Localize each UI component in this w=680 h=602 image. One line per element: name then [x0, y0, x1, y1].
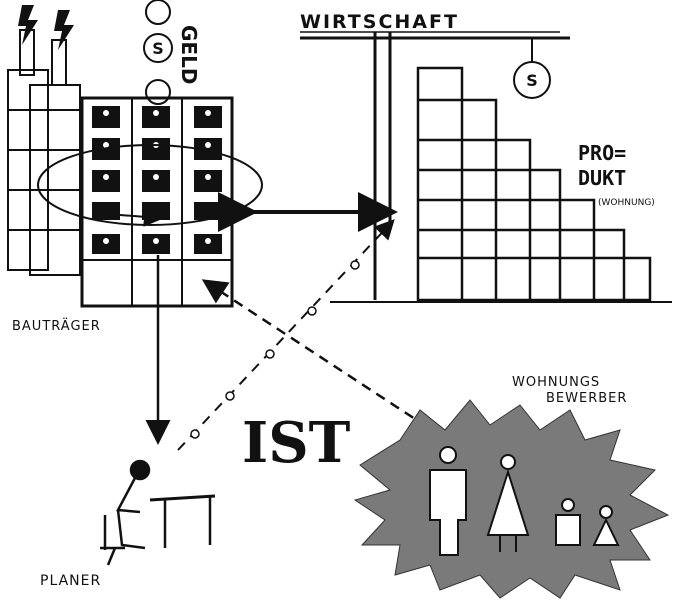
window-figures [103, 110, 211, 244]
link-dots [190, 260, 360, 439]
produkt-stairs [416, 66, 652, 302]
planer-to-wirtschaft-arrow [177, 219, 395, 451]
coin-symbols: S S [152, 39, 538, 90]
planer-label: PLANER [40, 573, 101, 589]
produkt-label-line1: PRO= [578, 141, 626, 165]
svg-text:S: S [152, 39, 164, 58]
geld-label: GELD [177, 25, 201, 84]
bautraeger-label: BAUTRÄGER [12, 318, 101, 334]
planer-figure [100, 459, 216, 566]
building-windows [92, 106, 222, 254]
lightning-icon [18, 5, 74, 50]
ist-label: IST [242, 410, 351, 476]
person-icon [429, 446, 620, 556]
produkt-note: (WOHNUNG) [598, 198, 655, 208]
wohnungsbewerber-label-line2: BEWERBER [546, 391, 627, 406]
svg-text:S: S [526, 71, 538, 90]
produkt-label-line2: DUKT [578, 166, 626, 190]
wohnungsbewerber-label-line1: WOHNUNGS [512, 375, 600, 390]
wirtschaft-label: WIRTSCHAFT [300, 11, 459, 33]
